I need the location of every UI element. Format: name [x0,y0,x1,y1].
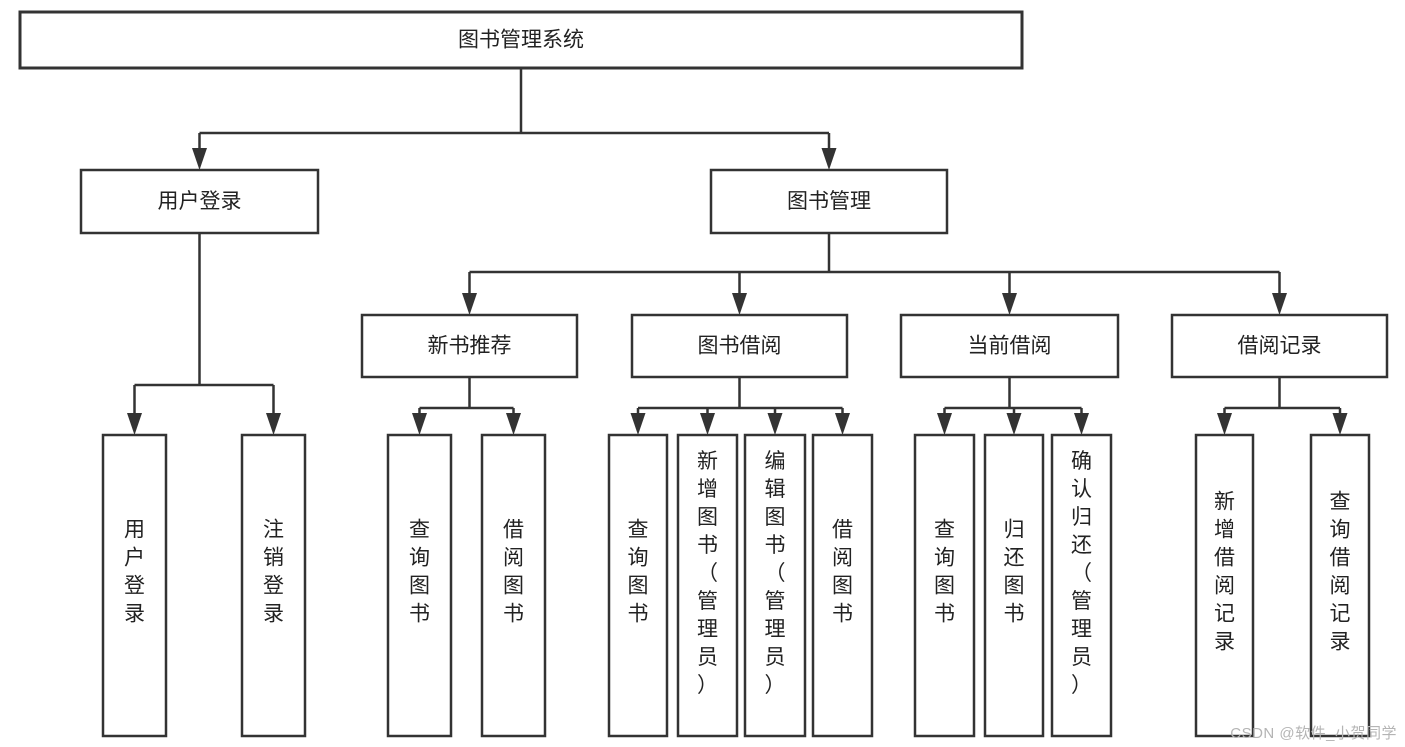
nodes-layer: 图书管理系统用户登录图书管理新书推荐图书借阅当前借阅借阅记录用户登录注销登录查询… [18,10,1389,738]
node-box [811,433,874,738]
edges-layer [127,68,1348,435]
node-box [709,168,949,235]
node-label: 用户登录 [124,518,145,625]
node-box [913,433,976,738]
node-label: 用户登录 [158,190,242,213]
node-box [983,433,1045,738]
node-root[interactable]: 图书管理系统 [18,10,1024,70]
node-box [360,313,579,379]
node-label: 新增借阅记录 [1214,490,1235,653]
arrow-head-icon [412,413,427,435]
node-label: 借阅记录 [1238,335,1322,358]
node-label: 借阅图书 [832,518,853,625]
arrow-head-icon [630,413,646,435]
node-user-login[interactable]: 用户登录 [79,168,320,235]
arrow-head-icon [1332,413,1348,435]
node-box [1309,433,1371,738]
node-label: 图书管理系统 [458,29,584,52]
arrow-head-icon [127,413,142,435]
node-label: 图书管理 [787,190,871,213]
node-label: 查询图书 [934,518,955,625]
arrow-head-icon [767,413,783,435]
arrow-head-icon [1272,293,1287,315]
node-leaf-query-book-1[interactable]: 查询图书 [386,433,453,738]
node-box [899,313,1120,379]
arrow-head-icon [506,413,521,435]
node-borrow-record[interactable]: 借阅记录 [1170,313,1389,379]
node-box [18,10,1024,70]
arrow-head-icon [700,413,715,435]
node-box [743,433,807,738]
node-leaf-add-book[interactable]: 新增图书（管理员） [676,433,739,738]
node-label: 图书借阅 [698,335,782,358]
node-leaf-query-record[interactable]: 查询借阅记录 [1309,433,1371,738]
node-current-borrow[interactable]: 当前借阅 [899,313,1120,379]
node-box [607,433,669,738]
arrow-head-icon [1217,413,1232,435]
node-leaf-add-record[interactable]: 新增借阅记录 [1194,433,1255,738]
arrow-head-icon [835,413,850,435]
node-book-manage[interactable]: 图书管理 [709,168,949,235]
node-box [1050,433,1113,738]
arrow-head-icon [192,148,207,170]
arrow-head-icon [937,413,952,435]
node-label: 新增图书（管理员） [697,450,718,697]
node-label: 查询图书 [409,518,430,625]
node-box [630,313,849,379]
arrow-head-icon [1002,293,1017,315]
node-new-book-rec[interactable]: 新书推荐 [360,313,579,379]
node-leaf-borrow-book-2[interactable]: 借阅图书 [811,433,874,738]
node-label: 归还图书 [1004,518,1025,625]
node-leaf-query-book-3[interactable]: 查询图书 [913,433,976,738]
node-box [1170,313,1389,379]
node-leaf-borrow-book-1[interactable]: 借阅图书 [480,433,547,738]
node-leaf-confirm-return[interactable]: 确认归还（管理员） [1050,433,1113,738]
arrow-head-icon [1074,413,1089,435]
node-box [1194,433,1255,738]
node-box [240,433,307,738]
arrow-head-icon [266,413,281,435]
node-box [480,433,547,738]
node-label: 注销登录 [263,518,284,625]
node-label: 查询借阅记录 [1330,490,1351,653]
node-label: 借阅图书 [503,518,524,625]
node-box [79,168,320,235]
node-box [101,433,168,738]
node-label: 当前借阅 [968,335,1052,358]
arrow-head-icon [462,293,477,315]
node-box [676,433,739,738]
node-label: 查询图书 [628,518,649,625]
arrow-head-icon [732,293,747,315]
node-leaf-logout[interactable]: 注销登录 [240,433,307,738]
watermark-label: CSDN @软件_小贺同学 [1230,725,1397,742]
node-label: 编辑图书（管理员） [765,450,786,697]
node-book-borrow[interactable]: 图书借阅 [630,313,849,379]
node-label: 新书推荐 [428,335,512,358]
node-leaf-return-book[interactable]: 归还图书 [983,433,1045,738]
node-leaf-user-login[interactable]: 用户登录 [101,433,168,738]
node-box [386,433,453,738]
node-label: 确认归还（管理员） [1071,450,1092,697]
node-leaf-edit-book[interactable]: 编辑图书（管理员） [743,433,807,738]
arrow-head-icon [1006,413,1022,435]
node-leaf-query-book-2[interactable]: 查询图书 [607,433,669,738]
arrow-head-icon [821,148,837,170]
